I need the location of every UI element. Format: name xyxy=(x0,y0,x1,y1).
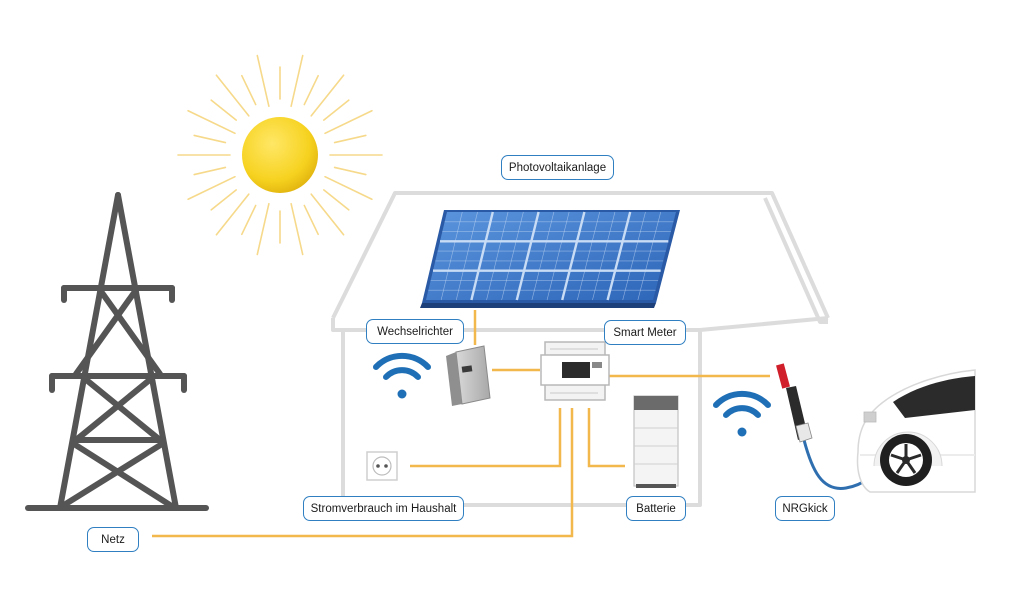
wall-socket-icon xyxy=(366,451,398,481)
label-nrgkick: NRGkick xyxy=(775,496,835,521)
solar-panel-icon xyxy=(420,210,680,308)
label-wechselrichter: Wechselrichter xyxy=(366,319,464,344)
smart-meter-icon xyxy=(540,341,610,401)
label-batterie: Batterie xyxy=(626,496,686,521)
electric-car-icon xyxy=(856,369,976,493)
label-netz: Netz xyxy=(87,527,139,552)
label-stromverbrauch: Stromverbrauch im Haushalt xyxy=(303,496,464,521)
power-tower-icon xyxy=(25,192,209,511)
sun-icon xyxy=(177,54,383,256)
battery-icon xyxy=(633,395,679,488)
inverter-icon xyxy=(446,345,491,406)
label-photovoltaik: Photovoltaikanlage xyxy=(501,155,614,180)
wiring xyxy=(152,310,770,538)
wifi-icon xyxy=(373,352,431,399)
wifi-icon xyxy=(713,390,771,437)
label-smart-meter: Smart Meter xyxy=(604,320,686,345)
